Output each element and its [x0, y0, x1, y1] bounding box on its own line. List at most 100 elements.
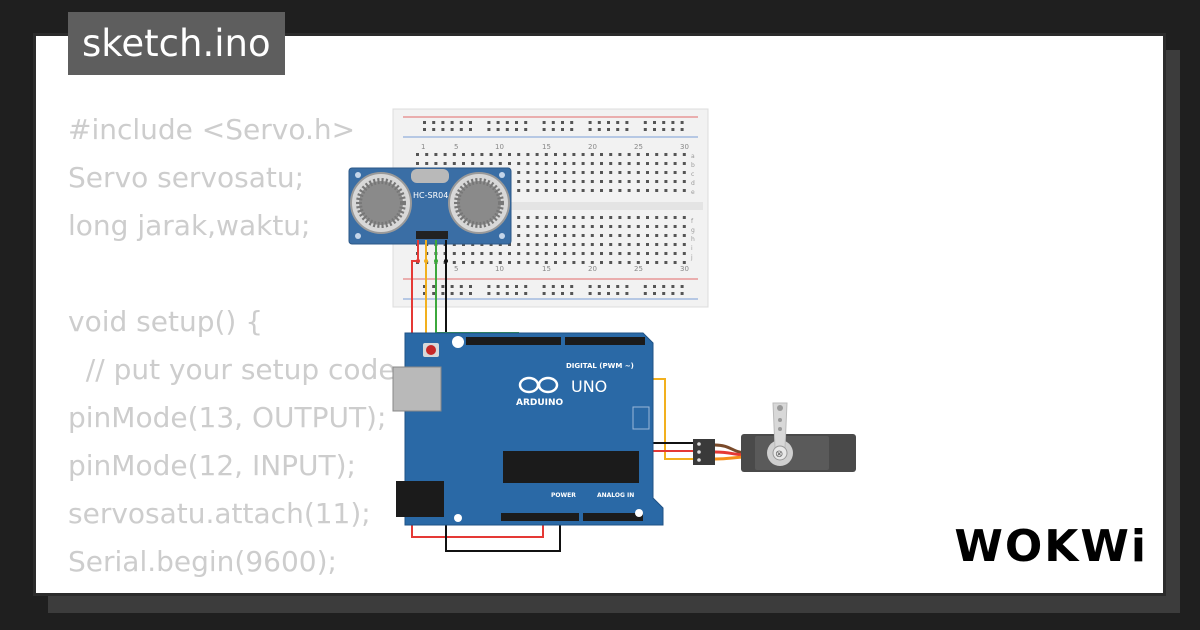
breadboard-hole [600, 225, 603, 228]
code-line: Servo servosatu; [68, 161, 305, 194]
breadboard-hole [597, 121, 601, 124]
breadboard-hole [609, 162, 613, 165]
breadboard-hole [590, 189, 594, 192]
breadboard-hole [452, 153, 456, 156]
breadboard-hole [590, 234, 594, 237]
breadboard-hole [524, 128, 528, 131]
breadboard-hole [673, 153, 677, 156]
breadboard-hole [618, 216, 622, 219]
breadboard-hole [524, 285, 528, 288]
breadboard-hole [636, 261, 640, 264]
breadboard-hole [646, 216, 649, 219]
breadboard-hole [607, 285, 610, 288]
breadboard-hole [664, 171, 668, 174]
breadboard-hole [625, 128, 629, 131]
breadboard-hole [618, 252, 622, 255]
breadboard-hole [505, 292, 509, 295]
breadboard-hole [609, 252, 613, 255]
breadboard-hole [590, 225, 594, 228]
breadboard-hole [563, 189, 567, 192]
breadboard-hole [561, 121, 564, 124]
breadboard-hole [480, 261, 484, 264]
breadboard-hole [600, 243, 603, 246]
breadboard-hole [682, 234, 686, 237]
breadboard-hole [653, 285, 656, 288]
breadboard-hole [627, 234, 631, 237]
breadboard-hole [664, 162, 668, 165]
breadboard-hole [498, 153, 502, 156]
breadboard-hole [590, 153, 594, 156]
breadboard-hole [450, 285, 454, 288]
breadboard-hole [646, 153, 649, 156]
breadboard-hole [508, 252, 511, 255]
breadboard-hole [505, 121, 509, 124]
breadboard-hole [517, 162, 521, 165]
breadboard-col-5: 5 [454, 143, 458, 151]
breadboard-hole [682, 216, 686, 219]
code-line: long jarak,waktu; [68, 209, 311, 242]
breadboard-hole [515, 128, 518, 131]
breadboard-hole [636, 216, 640, 219]
svg-text:i: i [691, 245, 693, 252]
breadboard-hole [590, 252, 594, 255]
breadboard-hole [627, 162, 631, 165]
breadboard-hole [496, 292, 500, 295]
breadboard-hole [498, 261, 502, 264]
breadboard-hole [563, 216, 567, 219]
breadboard-hole [646, 225, 649, 228]
breadboard-hole [646, 234, 649, 237]
breadboard-hole [625, 292, 629, 295]
code-editor: #include <Servo.h> Servo servosatu; long… [68, 106, 655, 593]
code-line: void setup() { [68, 305, 264, 338]
breadboard-hole [616, 285, 620, 288]
breadboard-hole [489, 153, 493, 156]
breadboard-hole [561, 128, 564, 131]
breadboard-hole [636, 243, 640, 246]
breadboard-hole [680, 292, 684, 295]
breadboard-hole [425, 153, 429, 156]
breadboard-hole [609, 234, 613, 237]
ultrasonic-sensor: HC-SR04 [348, 167, 512, 245]
breadboard-hole [526, 180, 530, 183]
breadboard-hole [680, 285, 684, 288]
breadboard-hole [496, 121, 500, 124]
breadboard-hole [600, 234, 603, 237]
file-tab[interactable]: sketch.ino [68, 12, 285, 75]
breadboard-hole [662, 292, 666, 295]
breadboard-hole [664, 252, 668, 255]
breadboard-hole [434, 162, 438, 165]
breadboard-hole [581, 234, 585, 237]
breadboard-hole [416, 162, 419, 165]
breadboard-hole [524, 292, 528, 295]
breadboard-hole [515, 285, 518, 288]
power-label: POWER [551, 492, 576, 499]
breadboard-hole [517, 171, 521, 174]
breadboard-hole [673, 180, 677, 183]
breadboard-hole [646, 189, 649, 192]
breadboard-hole [416, 153, 419, 156]
breadboard-hole [563, 153, 567, 156]
breadboard-hole [554, 234, 557, 237]
breadboard-col-15-bottom: 15 [542, 265, 551, 273]
breadboard-hole [554, 180, 557, 183]
breadboard-hole [572, 153, 576, 156]
breadboard-hole [618, 180, 622, 183]
breadboard-hole [544, 171, 548, 174]
breadboard-hole [609, 180, 613, 183]
breadboard-hole [544, 189, 548, 192]
breadboard-hole [572, 243, 576, 246]
breadboard-hole [517, 216, 521, 219]
breadboard-hole [563, 261, 567, 264]
breadboard-hole [432, 285, 436, 288]
breadboard-hole [554, 153, 557, 156]
breadboard-hole [462, 252, 465, 255]
breadboard-hole [544, 243, 548, 246]
breadboard-hole [655, 234, 659, 237]
breadboard-hole [682, 180, 686, 183]
breadboard-hole [459, 292, 463, 295]
breadboard-hole [505, 285, 509, 288]
breadboard-hole [563, 243, 567, 246]
breadboard-hole [636, 162, 640, 165]
breadboard-hole [655, 171, 659, 174]
breadboard-hole [627, 243, 631, 246]
